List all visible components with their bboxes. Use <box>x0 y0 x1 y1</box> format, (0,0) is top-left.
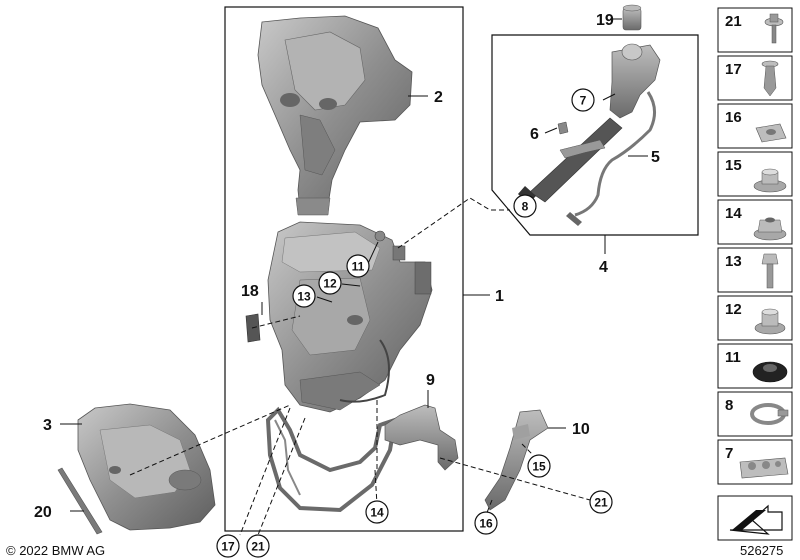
hex-bolt-icon <box>761 253 779 289</box>
circled-callout-21-right: 21 <box>589 490 613 514</box>
hose-clamp-icon <box>750 403 789 425</box>
sidebar-item-17[interactable]: 17 <box>717 55 793 101</box>
sidebar-item-14[interactable]: 14 <box>717 199 793 245</box>
circled-callout-21-left: 21 <box>246 534 270 558</box>
leader-lines <box>60 18 648 512</box>
callout-9: 9 <box>426 372 435 389</box>
svg-text:8: 8 <box>522 200 529 214</box>
callout-18: 18 <box>241 283 259 300</box>
bracket-10-part[interactable] <box>484 409 549 511</box>
screw-with-washer-icon <box>764 13 784 44</box>
circled-callout-7: 7 <box>571 88 595 112</box>
sidebar-item-8[interactable]: 8 <box>717 391 793 437</box>
sidebar-item-pointer[interactable] <box>717 495 793 541</box>
arrow-pointer-icon <box>729 504 783 535</box>
expanding-rivet-icon <box>761 60 779 97</box>
callout-20: 20 <box>34 504 52 521</box>
circled-callout-15: 15 <box>527 454 551 478</box>
sidebar-item-12[interactable]: 12 <box>717 295 793 341</box>
diagram-number: 526275 <box>740 543 783 558</box>
svg-text:17: 17 <box>221 540 235 554</box>
bracket-9-part[interactable] <box>384 404 459 471</box>
circled-callout-13: 13 <box>292 284 316 308</box>
callout-2: 2 <box>434 89 443 106</box>
hose-holder-icon <box>739 457 789 479</box>
callout-10: 10 <box>572 421 590 438</box>
sidebar-item-15[interactable]: 15 <box>717 151 793 197</box>
tank-part[interactable] <box>267 221 433 413</box>
underbody-shield-part[interactable] <box>77 403 216 531</box>
cap-part[interactable] <box>622 4 642 31</box>
svg-text:12: 12 <box>725 301 742 318</box>
sidebar-item-7[interactable]: 7 <box>717 439 793 485</box>
filler-group-frame <box>491 34 699 236</box>
callout-5: 5 <box>651 149 660 166</box>
svg-text:8: 8 <box>725 397 733 414</box>
svg-text:21: 21 <box>251 540 265 554</box>
svg-text:11: 11 <box>725 349 741 366</box>
filler-neck-part[interactable] <box>518 43 661 204</box>
svg-text:7: 7 <box>580 94 587 108</box>
grommet-icon <box>752 361 788 383</box>
heat-shield-part[interactable] <box>257 15 413 216</box>
svg-text:13: 13 <box>297 290 311 304</box>
circled-callout-16: 16 <box>474 511 498 535</box>
spring-nut-icon <box>755 123 787 143</box>
svg-text:16: 16 <box>479 517 493 531</box>
tank-group-frame <box>224 6 464 532</box>
dashed-leader-lines <box>129 197 591 536</box>
svg-text:15: 15 <box>725 157 742 174</box>
sidebar-item-21[interactable]: 21 <box>717 7 793 53</box>
small-parts-sidebar: 21 17 16 15 <box>717 7 793 541</box>
svg-text:7: 7 <box>725 445 733 462</box>
svg-text:17: 17 <box>725 61 742 78</box>
callout-19: 19 <box>596 12 614 29</box>
hex-collar-nut-icon <box>753 217 787 241</box>
svg-text:11: 11 <box>352 260 365 274</box>
line-part[interactable] <box>574 91 656 217</box>
callout-6: 6 <box>530 126 539 143</box>
circled-callout-8: 8 <box>513 194 537 218</box>
svg-text:21: 21 <box>594 496 608 510</box>
copyright: © 2022 BMW AG <box>6 543 105 558</box>
svg-text:13: 13 <box>725 253 742 270</box>
svg-text:14: 14 <box>370 506 384 520</box>
circled-callout-14: 14 <box>365 500 389 524</box>
collar-nut-icon <box>753 168 787 193</box>
circled-callout-17: 17 <box>216 534 240 558</box>
svg-text:14: 14 <box>725 205 742 222</box>
bushing-icon <box>754 308 786 335</box>
callout-3: 3 <box>43 417 52 434</box>
rod-part[interactable] <box>57 467 103 535</box>
circled-callout-11: 11 <box>346 254 370 278</box>
svg-text:21: 21 <box>725 13 742 30</box>
circled-callout-12: 12 <box>318 271 342 295</box>
svg-text:16: 16 <box>725 109 742 126</box>
valve-part[interactable] <box>557 121 569 135</box>
sidebar-item-13[interactable]: 13 <box>717 247 793 293</box>
svg-text:15: 15 <box>532 460 546 474</box>
callout-4: 4 <box>599 259 608 276</box>
sidebar-item-11[interactable]: 11 <box>717 343 793 389</box>
callout-1: 1 <box>495 288 504 305</box>
sidebar-item-16[interactable]: 16 <box>717 103 793 149</box>
svg-text:12: 12 <box>323 277 337 291</box>
